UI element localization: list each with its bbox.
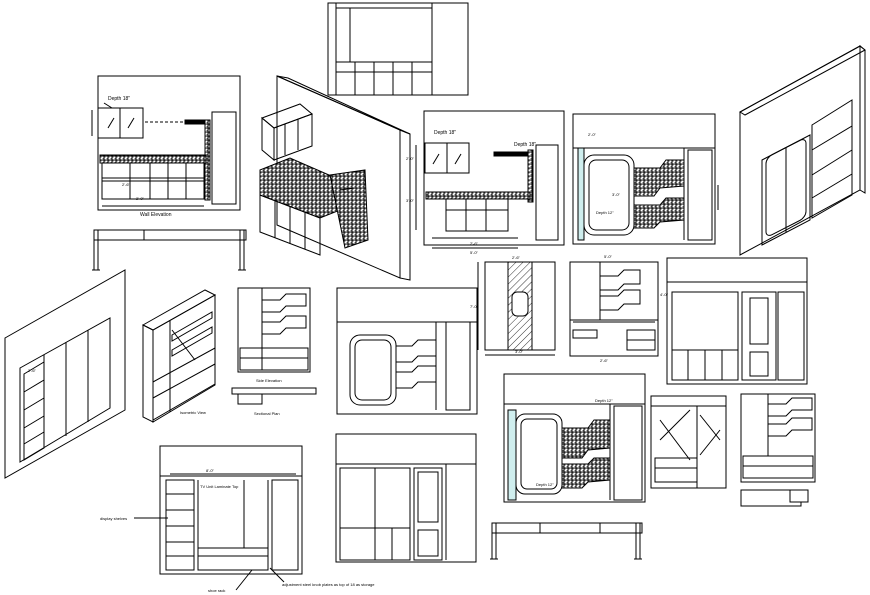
counter-section <box>92 230 246 270</box>
dimension-label: 5'-0" <box>604 254 613 259</box>
dimension-label: 2'-6" <box>28 368 37 373</box>
dimension-label: 4'-0" <box>660 292 669 297</box>
depth-label: Depth 12" <box>536 482 554 487</box>
dimension-label: 2'-6" <box>470 241 479 246</box>
section-plan-hatched: 7'-0" 3'-0" 2'-6" <box>470 255 555 355</box>
view-title: Isometric View <box>180 410 206 415</box>
wall-elevation-left: Depth 18" 2'-6" 2'-0" Wall Elevation <box>92 76 240 218</box>
dimension-label: 2'-0" <box>588 132 597 137</box>
cabinet-elevation-small: 5'-0" 4'-0" 2'-6" <box>570 254 669 363</box>
dimension-label: 2'-0" <box>406 156 415 161</box>
view-title: Side Elevation <box>256 378 282 383</box>
dimension-label: 3'-0" <box>612 192 621 197</box>
side-elevation-right <box>741 394 815 506</box>
wardrobe-elevation-right <box>667 258 807 384</box>
wardrobe-elevation-bottom <box>336 434 476 562</box>
diagonal-shelf-elevation <box>651 396 726 488</box>
dimension-label: 2'-6" <box>122 182 131 187</box>
annotation: display shelves <box>100 516 127 521</box>
dimension-label: 2'-6" <box>600 358 609 363</box>
dimension-label: 3'-0" <box>515 349 524 354</box>
dimension-label: 2'-6" <box>512 255 521 260</box>
tv-unit-elevation: 8'-0" TV Unit Laminate Top display shelv… <box>100 446 375 593</box>
depth-label: Depth 18" <box>514 142 536 148</box>
isometric-wardrobe: 2'-6" <box>5 270 125 478</box>
annotation: adjustment steel knob plates as top of 1… <box>282 582 375 587</box>
view-title: Sectional Plan <box>254 411 280 416</box>
depth-label: Depth 18" <box>108 96 130 102</box>
mirror-unit-elevation-bottom: Depth 12" Depth 12" <box>504 374 645 502</box>
counter-section-bottom <box>490 523 642 559</box>
view-title: Wall Elevation <box>140 212 172 218</box>
depth-label: Depth 12" <box>595 398 613 403</box>
dimension-label: 2'-0" <box>136 196 145 201</box>
wardrobe-elevation-top <box>328 3 468 95</box>
dimension-label: 8'-0" <box>206 468 215 473</box>
dimension-label: 7'-0" <box>470 304 479 309</box>
annotation: shoe rack <box>208 588 225 593</box>
side-elevation: Side Elevation Sectional Plan <box>232 288 316 416</box>
isometric-shelf-unit: Isometric View <box>143 290 215 422</box>
depth-label: Depth 18" <box>434 130 456 136</box>
mirror-unit-elevation-top: 2'-0" Depth 12" 3'-0" <box>573 114 718 244</box>
isometric-kitchen-unit <box>260 76 410 280</box>
dimension-label: 5'-0" <box>470 250 479 255</box>
dimension-label: 3'-0" <box>406 198 415 203</box>
wall-elevation-center: Depth 18" Depth 18" 2'-0" 3'-0" 2'-6" 5'… <box>406 111 564 255</box>
depth-label: Depth 12" <box>596 210 614 215</box>
isometric-mirror-cabinet <box>740 46 865 255</box>
mirror-unit-elevation-center <box>337 288 477 414</box>
annotation: TV Unit Laminate Top <box>200 484 239 489</box>
